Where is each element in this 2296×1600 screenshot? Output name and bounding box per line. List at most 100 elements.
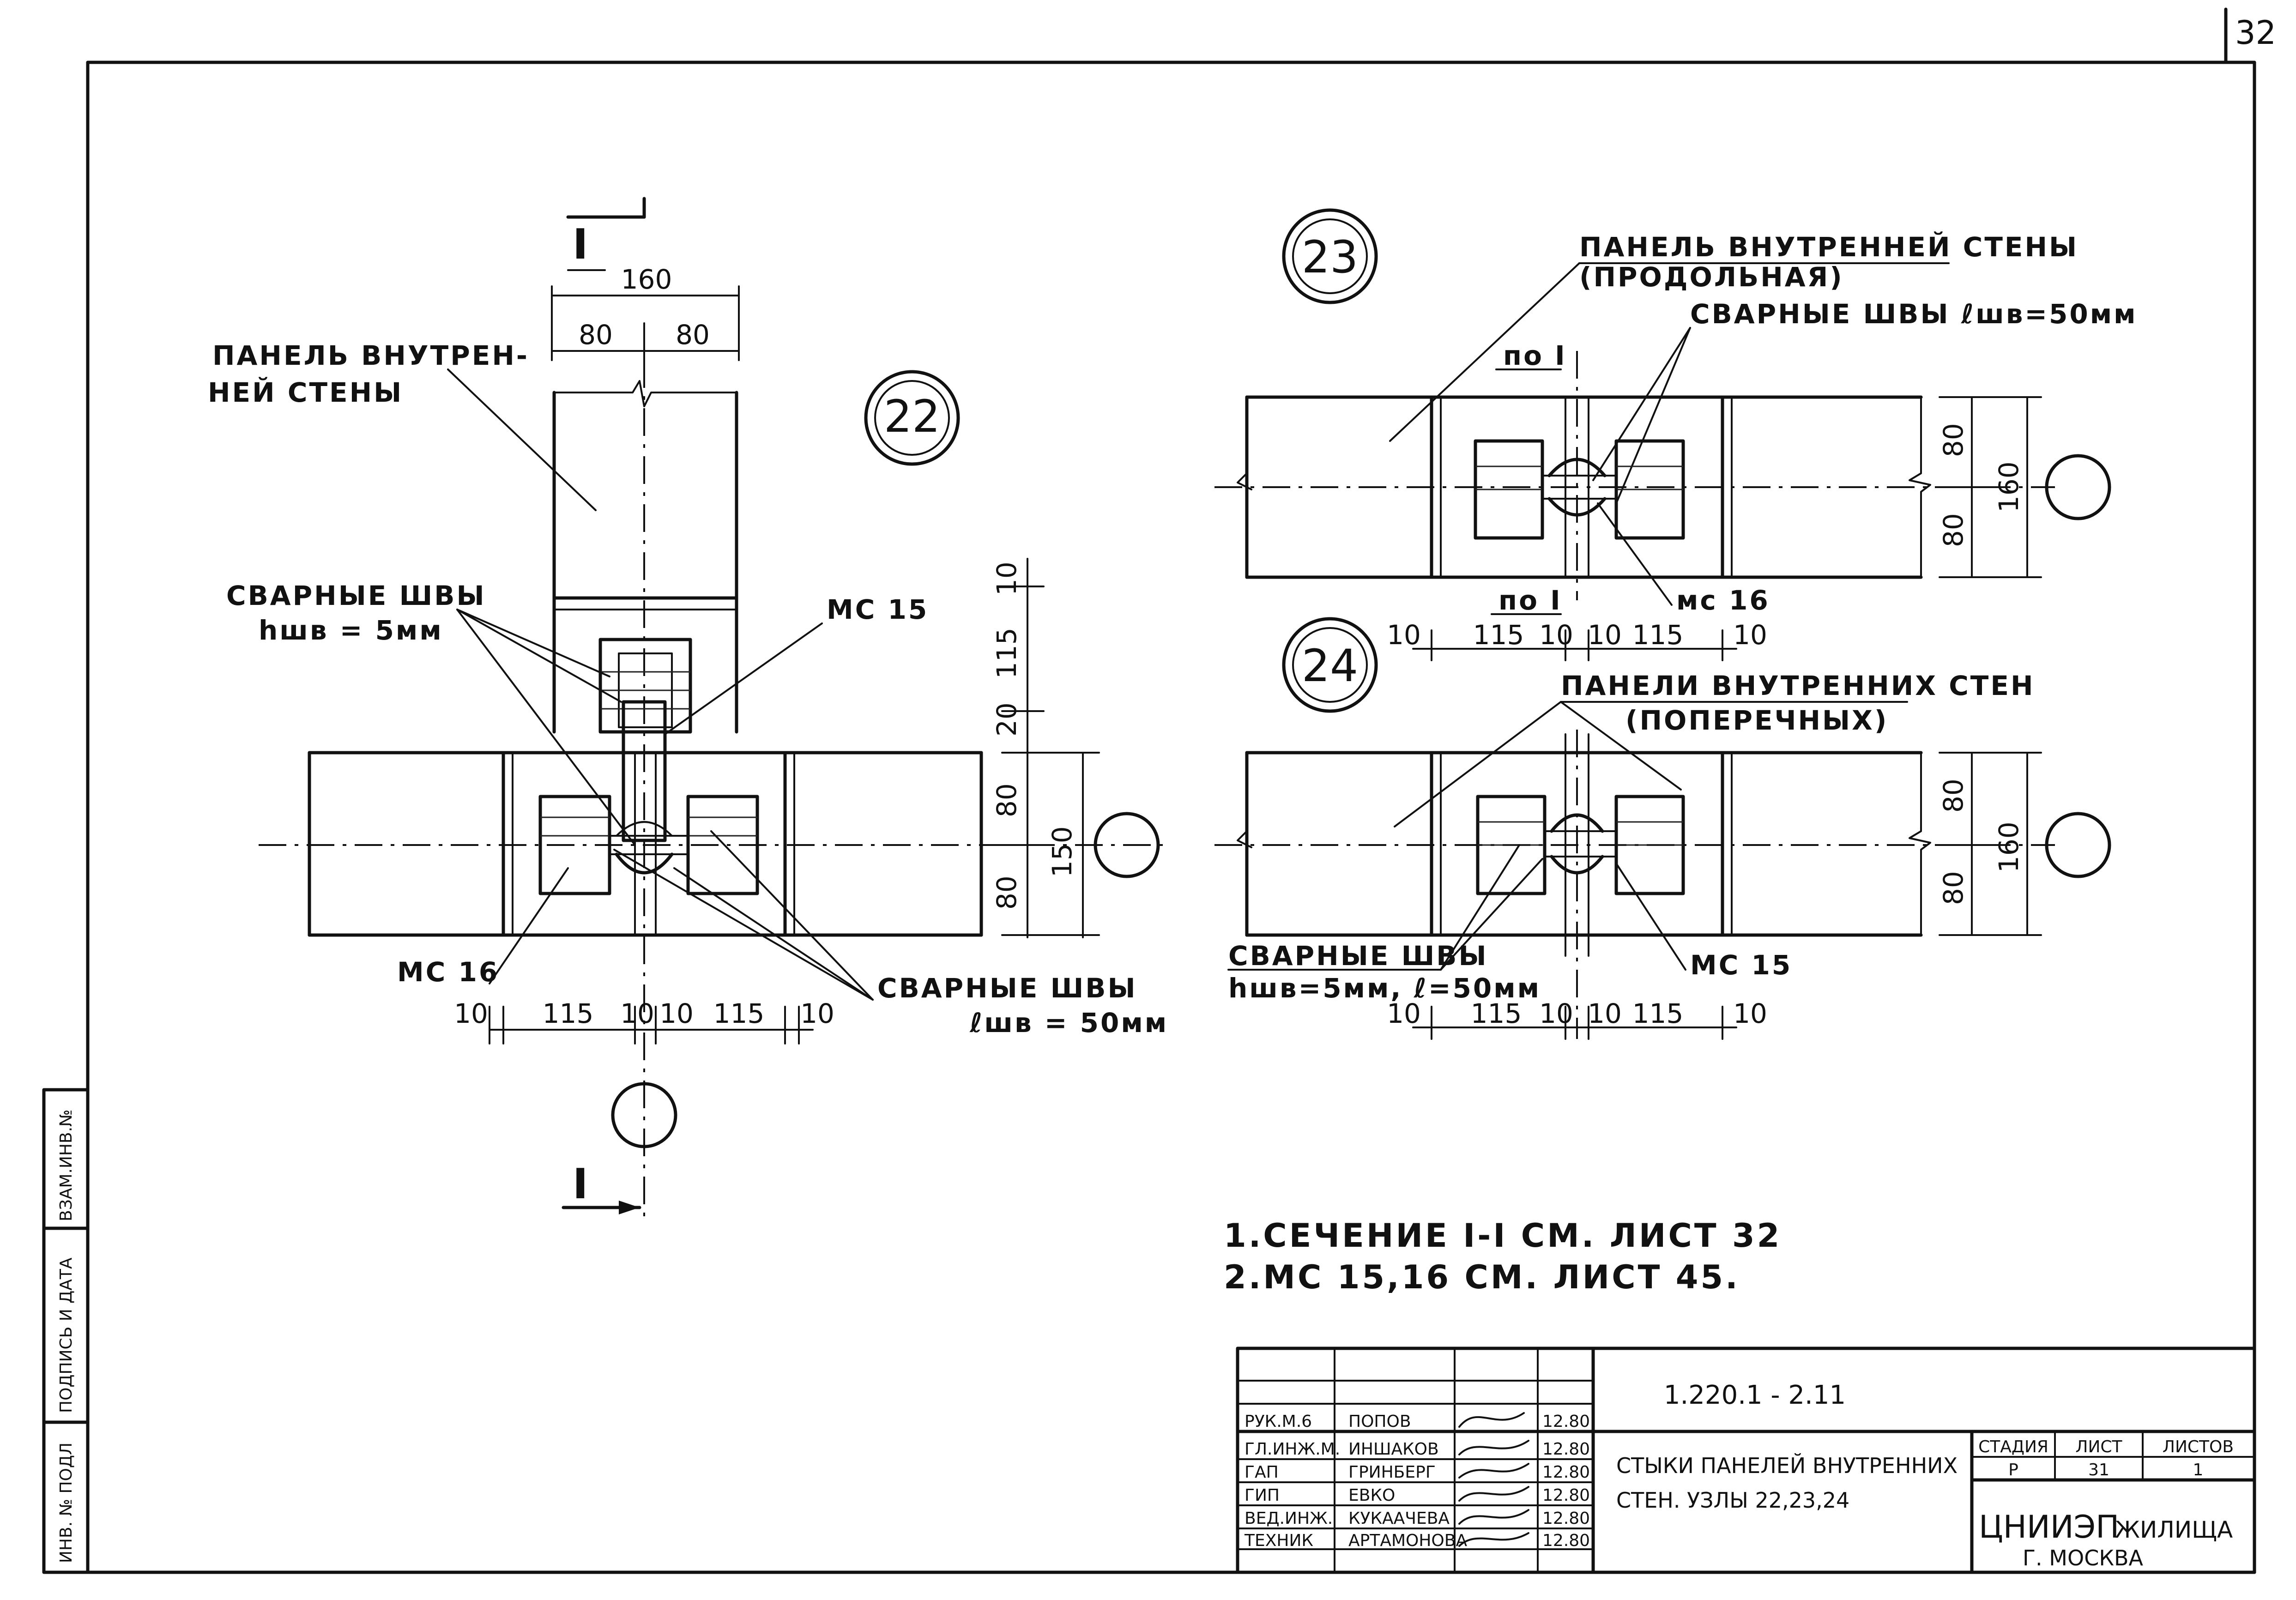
note-1: 1.СЕЧЕНИЕ I-I СМ. ЛИСТ 32 (1224, 1217, 1782, 1255)
staff-date: 12.80 (1542, 1463, 1590, 1482)
notes: 1.СЕЧЕНИЕ I-I СМ. ЛИСТ 32 2.МС 15,16 СМ.… (1224, 1217, 1782, 1296)
dim-80-right: 80 (676, 319, 710, 350)
drawing-code: 1.220.1 - 2.11 (1664, 1380, 1846, 1410)
axis-bubble-right-23 (2045, 454, 2111, 520)
node23-weld-label: СВАРНЫЕ ШВЫ ℓшв=50мм (1690, 298, 2138, 330)
axis-bubble-right-22 (1094, 812, 1160, 878)
signature (1458, 1486, 1529, 1502)
dim-h-10c: 10 (659, 998, 694, 1029)
node-23-number: 23 (1302, 231, 1358, 283)
dim-v-80a: 80 (991, 783, 1022, 817)
staff-date: 12.80 (1542, 1509, 1590, 1528)
n24-dim-v-160: 160 (1993, 821, 2024, 873)
org-name: ЦНИИЭП (1979, 1509, 2119, 1546)
staff-role: РУК.М.6 (1245, 1412, 1312, 1431)
drawing-title-1: СТЫКИ ПАНЕЛЕЙ ВНУТРЕННИХ (1616, 1453, 1958, 1478)
staff-role: ГИП (1245, 1486, 1280, 1505)
staff-role: ТЕХНИК (1244, 1531, 1313, 1550)
node22-weld2-label-2: ℓшв = 50мм (969, 1007, 1168, 1038)
staff-row: ВЕД.ИНЖ. КУКААЧЕВА 12.80 (1245, 1509, 1590, 1528)
dim-h-115a: 115 (543, 998, 594, 1029)
node22-weld2-label-1: СВАРНЫЕ ШВЫ (877, 972, 1137, 1004)
sheet-number: 32 (2235, 14, 2276, 52)
n23-dim-h-115b: 115 (1632, 619, 1684, 651)
staff-role: ГЛ.ИНЖ.М. (1245, 1440, 1340, 1459)
staff-row: ГАП ГРИНБЕРГ 12.80 (1245, 1463, 1590, 1482)
dim-h-10d: 10 (800, 998, 834, 1029)
signature (1458, 1532, 1529, 1547)
node-23: 23 ПАНЕЛЬ ВНУТРЕННЕЙ СТЕНЫ (ПРОДОЛЬНАЯ) … (1214, 208, 2138, 661)
axis-bubble-right-24 (2045, 812, 2111, 878)
node24-weld-label-2: hшв=5мм, ℓ=50мм (1228, 972, 1541, 1004)
node-23-bubble (1282, 208, 1378, 304)
n24-dim-h-10a: 10 (1387, 998, 1421, 1029)
signature (1458, 1509, 1529, 1525)
n23-dim-h-115a: 115 (1473, 619, 1524, 651)
sheet-header: ЛИСТ (2075, 1437, 2122, 1456)
node22-panel-label-1: ПАНЕЛЬ ВНУТРЕН- (212, 340, 529, 371)
staff-row: ГИП ЕВКО 12.80 (1245, 1486, 1590, 1505)
n24-dim-v-80a: 80 (1938, 779, 1969, 813)
staff-name: АРТАМОНОВА (1348, 1531, 1467, 1550)
stage-value: Р (2008, 1461, 2018, 1479)
stamp-vzam: ВЗАМ.ИНВ.№ (57, 1110, 76, 1222)
n23-dim-h-10c: 10 (1588, 619, 1622, 651)
staff-row: РУК.М.6 ПОПОВ 12.80 (1245, 1412, 1590, 1431)
staff-date: 12.80 (1542, 1412, 1590, 1431)
dim-v-115: 115 (991, 628, 1022, 679)
staff-role: ГАП (1245, 1463, 1279, 1482)
stamp-inv-podl: ИНВ. № ПОДЛ (57, 1443, 76, 1563)
org-name-suffix: ЖИЛИЩА (2115, 1516, 2233, 1543)
dim-v-20: 20 (991, 702, 1022, 737)
drawing-title-2: СТЕН. УЗЛЫ 22,23,24 (1616, 1488, 1849, 1513)
staff-date: 12.80 (1542, 1531, 1590, 1550)
dim-h-10a: 10 (454, 998, 488, 1029)
node-24-bubble (1282, 617, 1378, 713)
n23-dim-v-80a: 80 (1938, 423, 1969, 457)
section-mark-bottom: I (573, 1160, 588, 1208)
n23-dim-h-10d: 10 (1733, 619, 1767, 651)
n24-dim-h-115a: 115 (1471, 998, 1522, 1029)
n24-dim-h-115b: 115 (1632, 998, 1684, 1029)
stamp-podpis: ПОДПИСЬ И ДАТА (57, 1257, 76, 1413)
staff-role: ВЕД.ИНЖ. (1245, 1509, 1333, 1528)
n24-dim-h-10d: 10 (1733, 998, 1767, 1029)
staff-name: ПОПОВ (1348, 1412, 1411, 1431)
node22-mc15-label: МС 15 (827, 594, 929, 625)
node24-panel-label-2: (ПОПЕРЕЧНЫХ) (1625, 705, 1888, 736)
staff-date: 12.80 (1542, 1486, 1590, 1505)
title-block: РУК.М.6 ПОПОВ 12.80 ГЛ.ИНЖ.М. ИНШАКОВ 12… (1236, 1346, 2256, 1574)
n24-dim-h-10c: 10 (1588, 998, 1622, 1029)
sheets-header: ЛИСТОВ (2163, 1437, 2234, 1456)
node23-panel-label-2: (ПРОДОЛЬНАЯ) (1579, 261, 1844, 293)
node-24-number: 24 (1302, 640, 1358, 692)
section-mark-top: I (573, 220, 588, 269)
n23-dim-h-10b: 10 (1539, 619, 1573, 651)
stage-header: СТАДИЯ (1978, 1437, 2048, 1456)
node-24: 24 ПАНЕЛИ ВНУТРЕННИХ СТЕН (ПОПЕРЕЧНЫХ) (1214, 617, 2111, 1040)
dim-80-left: 80 (579, 319, 613, 350)
dim-h-115b: 115 (713, 998, 765, 1029)
node22-panel-label-2: НЕЙ СТЕНЫ (208, 376, 403, 408)
dim-v-150: 150 (1046, 826, 1078, 877)
node-22: 22 I 160 80 80 (208, 197, 1168, 1224)
node22-mc16-label: МС 16 (397, 956, 499, 988)
staff-name: КУКААЧЕВА (1348, 1509, 1450, 1528)
staff-row: ТЕХНИК АРТАМОНОВА 12.80 (1244, 1531, 1590, 1550)
node23-po-top: по I (1503, 340, 1567, 371)
n23-dim-v-160: 160 (1993, 461, 2024, 513)
node23-panel-label-1: ПАНЕЛЬ ВНУТРЕННЕЙ СТЕНЫ (1579, 231, 2078, 263)
org-city: Г. МОСКВА (2023, 1546, 2144, 1570)
signature (1458, 1412, 1525, 1428)
n24-dim-h-10b: 10 (1539, 998, 1573, 1029)
staff-row: ГЛ.ИНЖ.М. ИНШАКОВ 12.80 (1245, 1440, 1590, 1459)
node-22-number: 22 (884, 391, 940, 442)
staff-name: ЕВКО (1348, 1486, 1395, 1505)
sheet-value: 31 (2088, 1461, 2109, 1479)
node22-weld-label-2: hшв = 5мм (259, 615, 443, 646)
n23-dim-v-80b: 80 (1938, 513, 1969, 547)
node-22-bubble (864, 370, 960, 466)
dim-160-top: 160 (621, 264, 672, 295)
signature (1458, 1463, 1529, 1479)
